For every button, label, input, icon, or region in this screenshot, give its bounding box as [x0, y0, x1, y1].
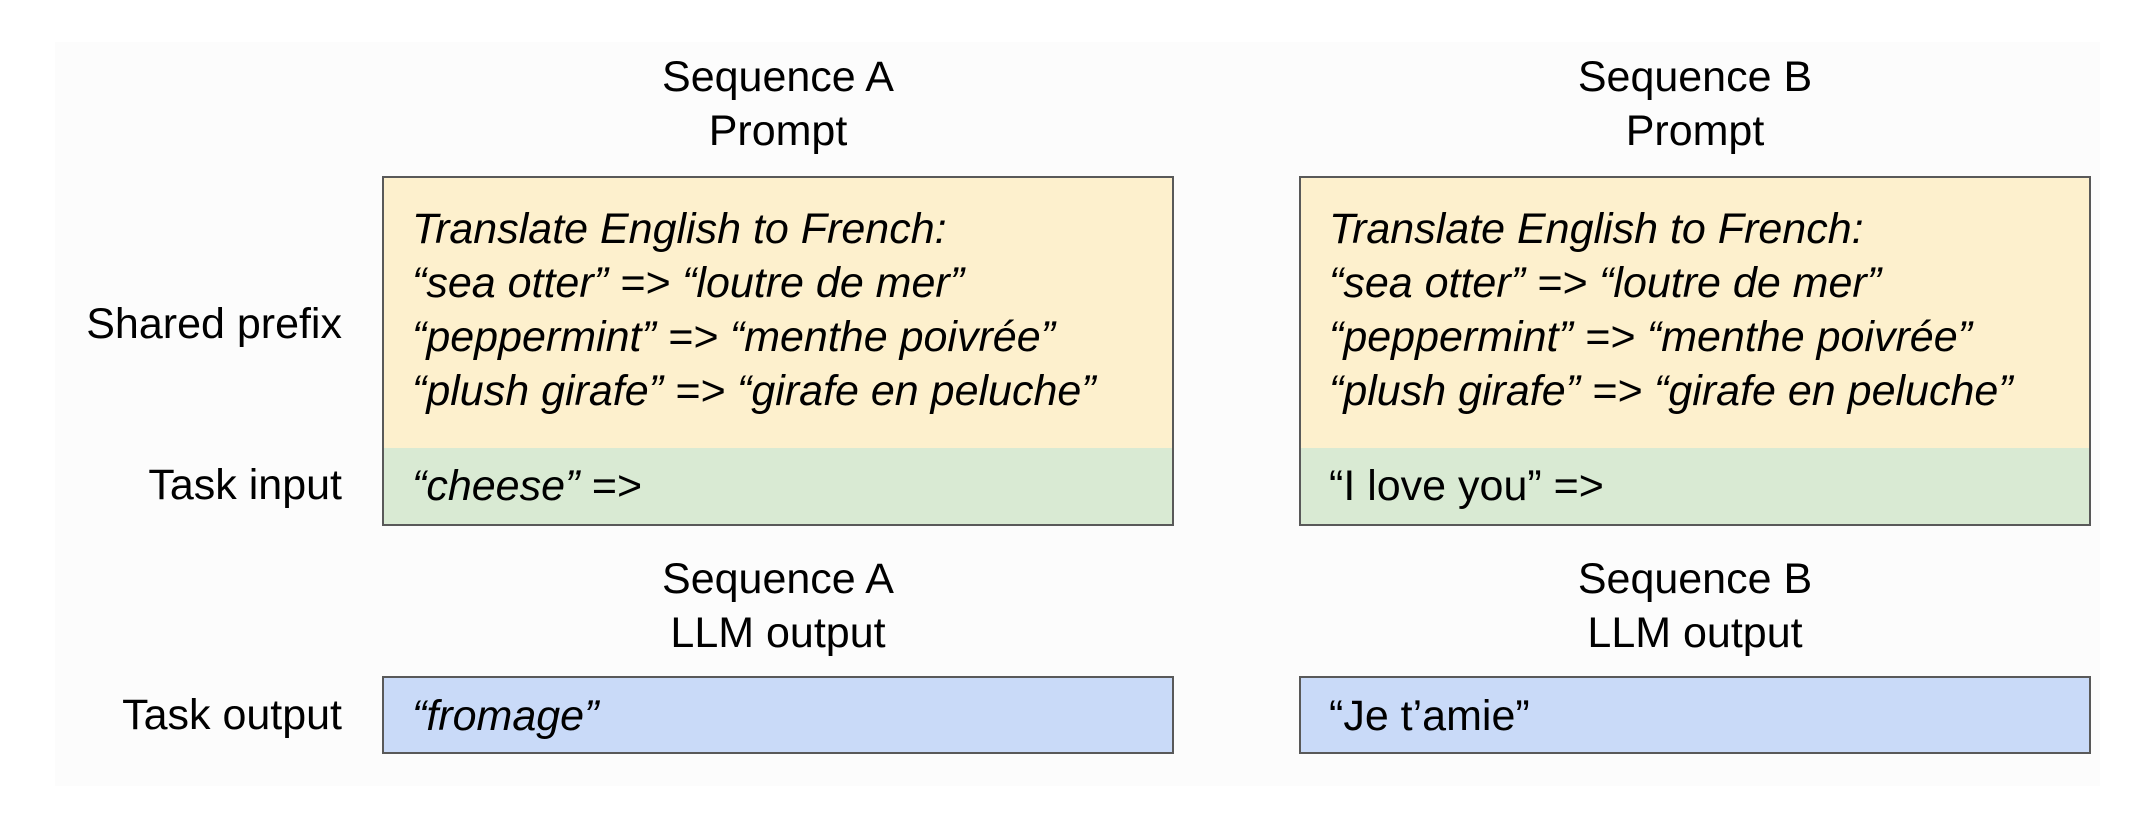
sequence-a-output-title: Sequence A: [662, 555, 894, 603]
sequence-b-prefix-line: Translate English to French:: [1329, 205, 1864, 253]
row-label-task-output: Task output: [122, 691, 342, 739]
sequence-a-prompt-label: Prompt: [708, 107, 848, 155]
sequence-a-task-input-box: “cheese” =>: [382, 448, 1174, 526]
sequence-a-task-output: “fromage”: [412, 692, 599, 740]
sequence-b-task-output-box: “Je t’amie”: [1299, 676, 2091, 754]
sequence-a-prefix-line: “peppermint” => “menthe poivrée”: [412, 313, 1055, 361]
sequence-a-prefix-line: “plush girafe” => “girafe en peluche”: [412, 367, 1096, 415]
sequence-b-llm-output-label: LLM output: [1587, 609, 1803, 657]
sequence-b-prefix-line: “sea otter” => “loutre de mer”: [1329, 259, 1882, 307]
sequence-a-prompt-header: Sequence A Prompt: [382, 50, 1174, 158]
sequence-b-prefix-line: “peppermint” => “menthe poivrée”: [1329, 313, 1972, 361]
row-label-task-input: Task input: [148, 461, 342, 509]
sequence-a-shared-prefix-box: Translate English to French: “sea otter”…: [382, 176, 1174, 450]
sequence-b-output-title: Sequence B: [1577, 555, 1813, 603]
sequence-b-task-input-box: “I love you” =>: [1299, 448, 2091, 526]
sequence-b-output-header: Sequence B LLM output: [1299, 552, 2091, 660]
sequence-b-prompt-label: Prompt: [1625, 107, 1765, 155]
sequence-a-output-header: Sequence A LLM output: [382, 552, 1174, 660]
sequence-a-prefix-line: “sea otter” => “loutre de mer”: [412, 259, 965, 307]
sequence-a-task-input: “cheese” =>: [412, 462, 642, 510]
sequence-a-task-output-box: “fromage”: [382, 676, 1174, 754]
sequence-a-prefix-line: Translate English to French:: [412, 205, 947, 253]
sequence-a-llm-output-label: LLM output: [670, 609, 886, 657]
sequence-b-prompt-header: Sequence B Prompt: [1299, 50, 2091, 158]
sequence-b-prefix-line: “plush girafe” => “girafe en peluche”: [1329, 367, 2013, 415]
row-label-shared-prefix: Shared prefix: [86, 300, 342, 348]
sequence-b-task-input: “I love you” =>: [1329, 462, 1604, 510]
sequence-a-title: Sequence A: [662, 53, 894, 101]
sequence-b-title: Sequence B: [1577, 53, 1813, 101]
sequence-b-shared-prefix-box: Translate English to French: “sea otter”…: [1299, 176, 2091, 450]
sequence-b-task-output: “Je t’amie”: [1329, 692, 1530, 740]
